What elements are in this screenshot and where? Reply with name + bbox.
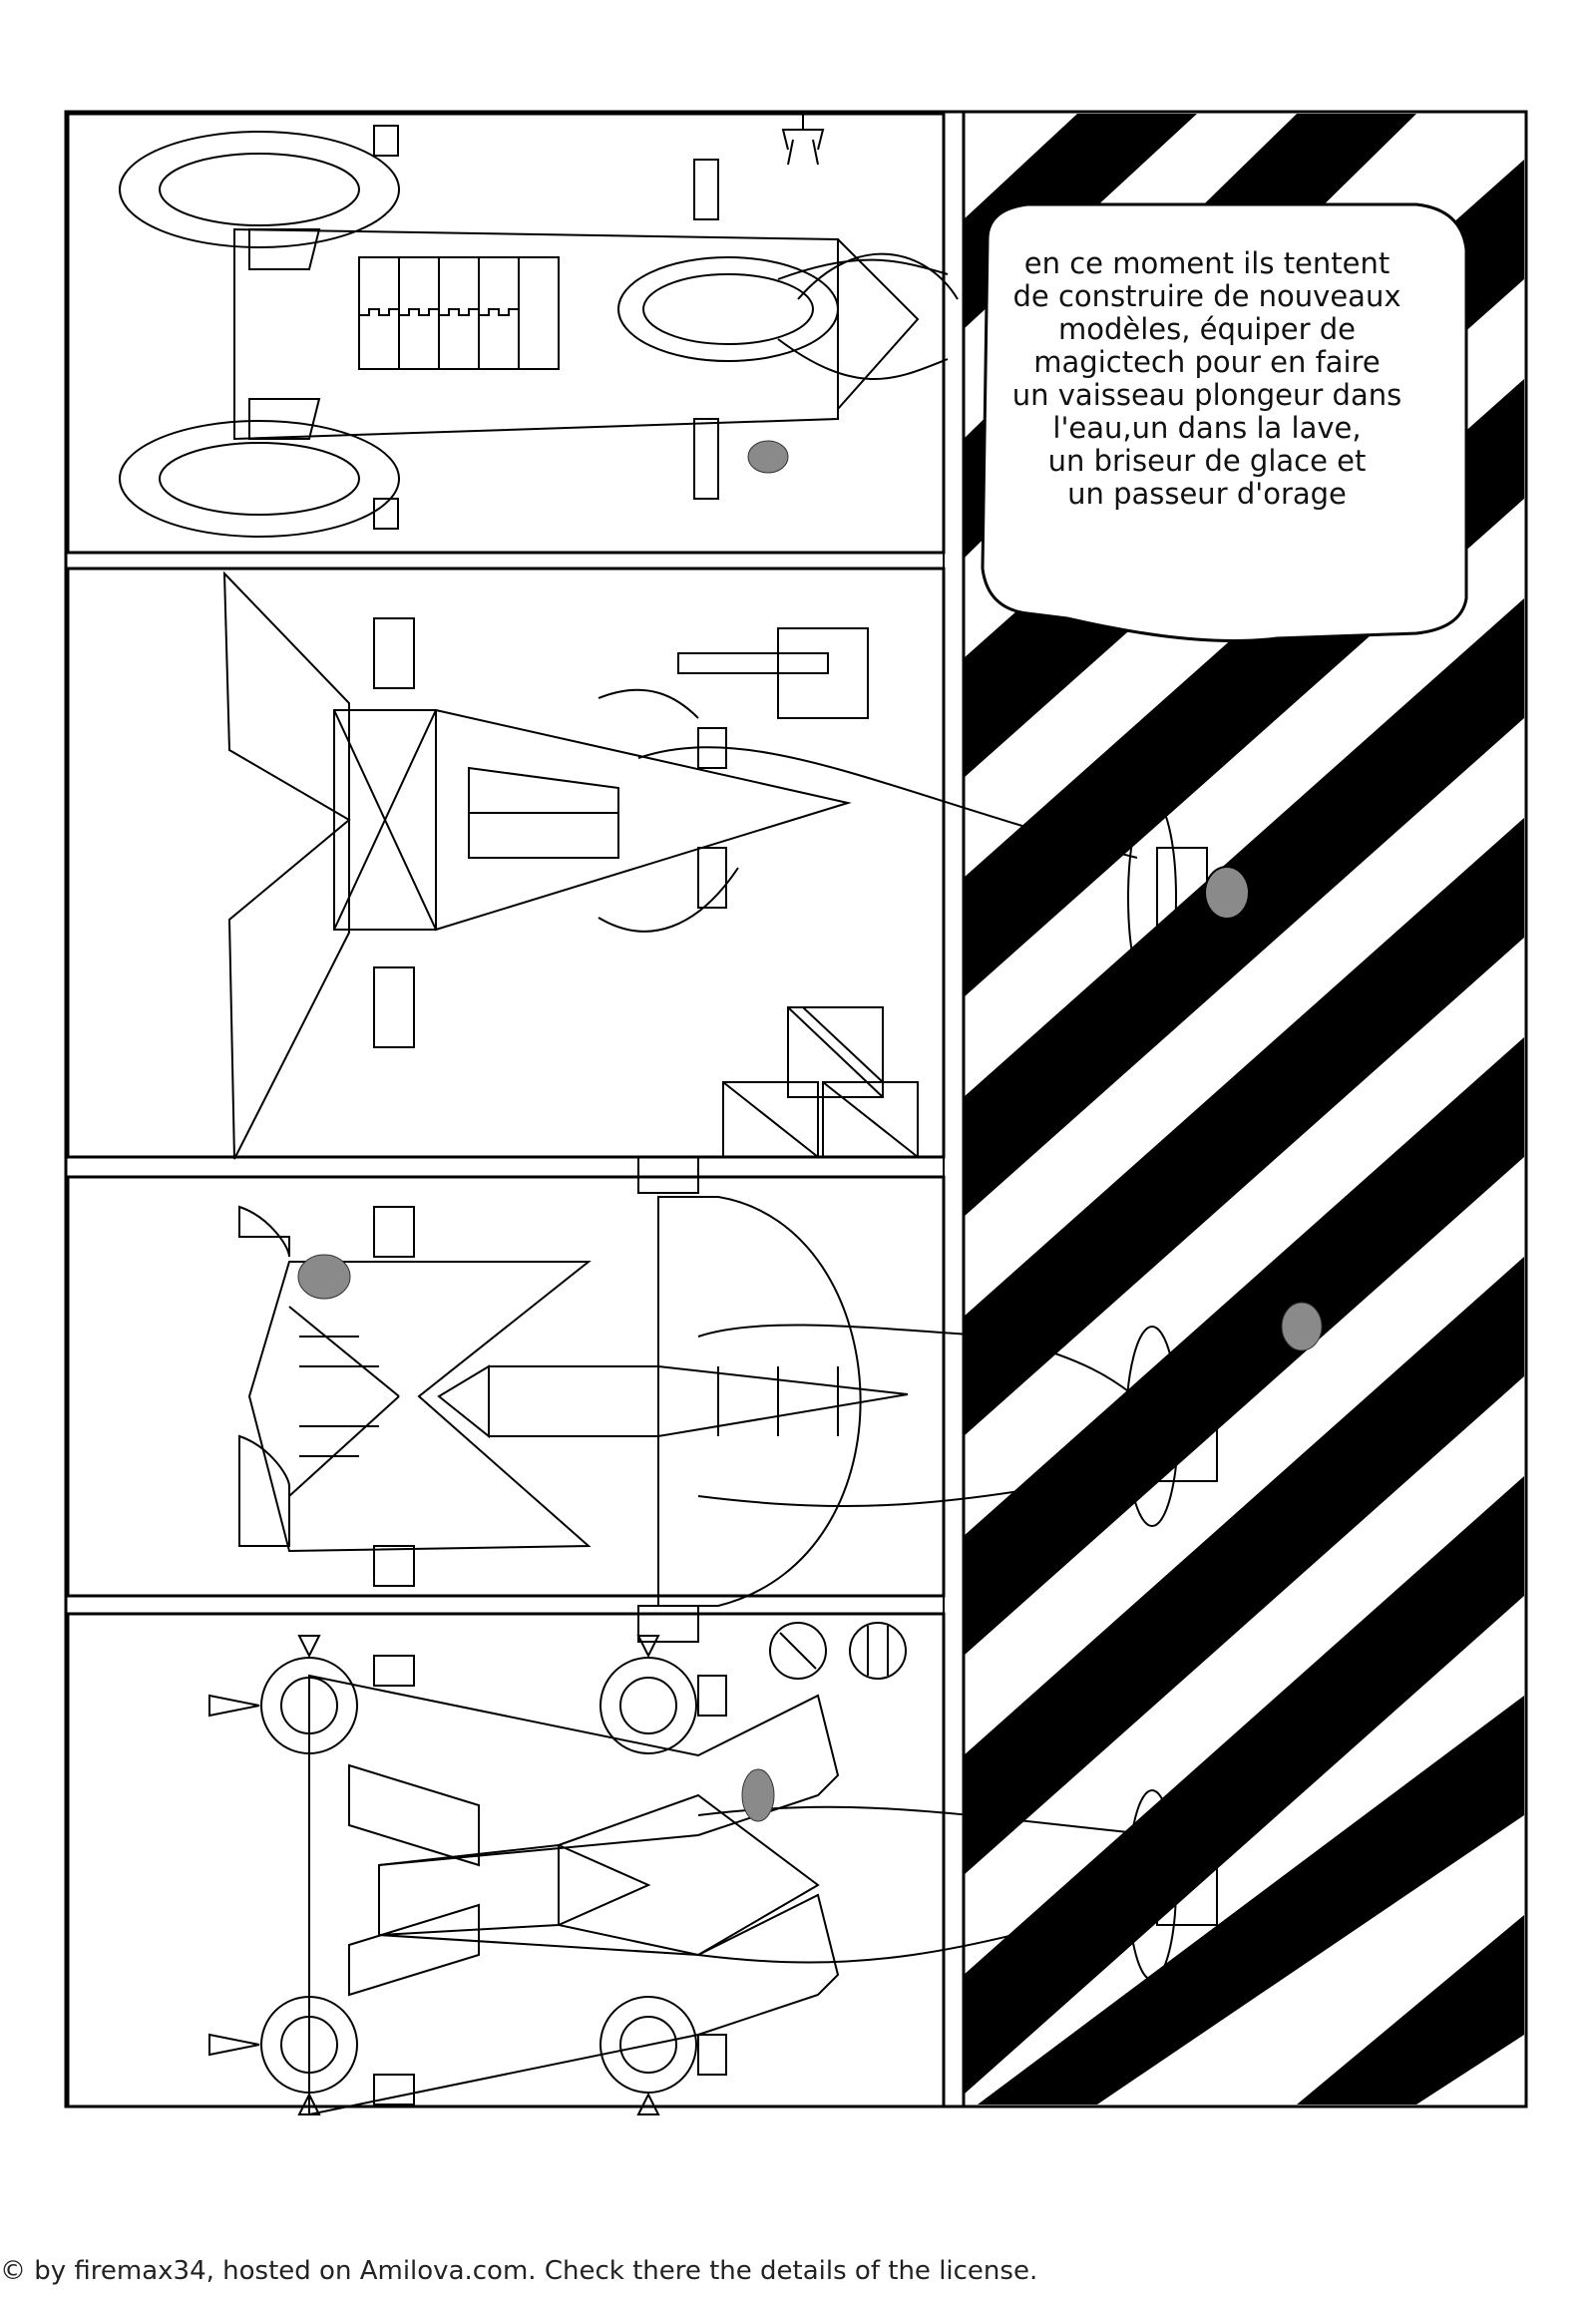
ship-panel-2 [222,571,1138,1160]
panel-borders [66,112,946,2108]
speech-line: un briseur de glace et [1047,444,1367,478]
ship-panel-4 [208,1635,1158,2116]
worker-figure [741,1768,775,1822]
speech-line: un passeur d'orage [1067,477,1347,511]
speech-bubble [981,202,1468,642]
worker-figure [747,440,789,474]
control-station-icon [677,627,869,719]
speech-line: en ce moment ils tentent [1023,246,1391,280]
speech-line: de construire de nouveaux [1012,279,1401,313]
worker-figure [1281,1302,1323,1351]
valve-icon [769,1622,907,1680]
speech-line: magictech pour en faire [1033,345,1381,379]
portal-icon [1127,797,1250,998]
ship-panel-1 [119,125,959,538]
claw-icon [781,112,825,166]
worker-figure [297,1254,351,1300]
speech-line: l'eau,un dans la lave, [1052,411,1362,445]
portal-icon [1125,1326,1218,1527]
license-credit: © by firemax34, hosted on Amilova.com. C… [0,2256,1038,2286]
ship-panel-3 [238,1156,1158,1643]
speech-line: un vaisseau plongeur dans [1011,378,1402,412]
portal-icon [1127,1789,1218,1981]
crate-icon [722,1006,919,1158]
speech-bubble-text: en ce moment ils tentent de construire d… [948,247,1466,511]
speech-line: modèles, équiper de [1057,312,1356,346]
